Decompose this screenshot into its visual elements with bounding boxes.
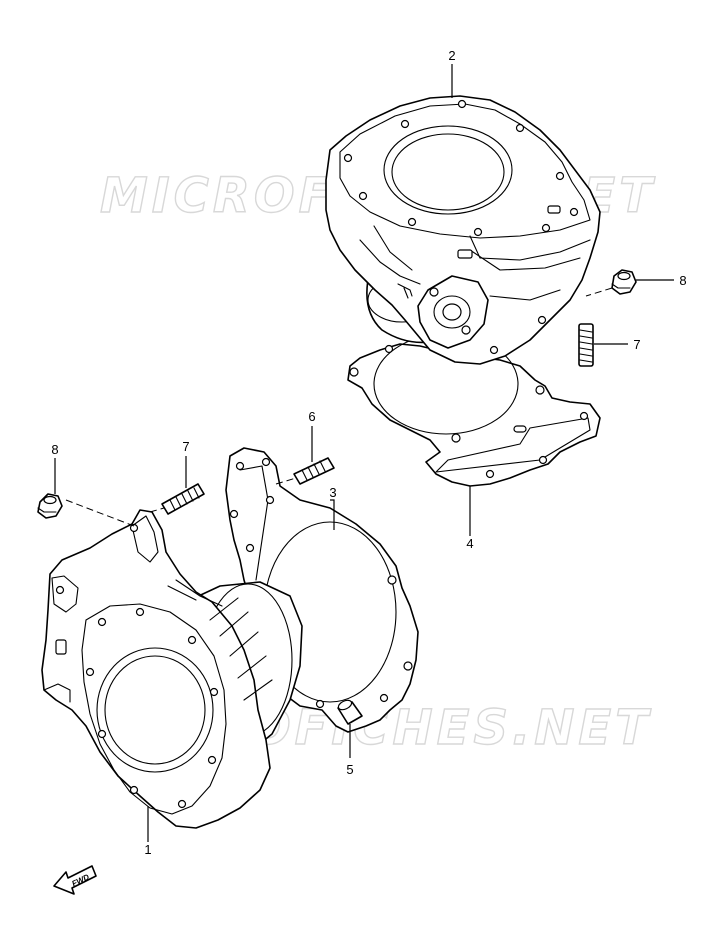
dash-stud-lower (149, 507, 165, 513)
stud-6[interactable] (293, 457, 335, 485)
callout-4: 4 (466, 536, 473, 551)
fwd-arrow-icon: FWD (53, 865, 97, 895)
callout-8-lower: 8 (51, 442, 58, 457)
stud-lower[interactable] (161, 483, 205, 515)
callout-7-lower: 7 (182, 439, 189, 454)
cylinder-rear[interactable] (325, 95, 601, 365)
nut-upper[interactable] (611, 269, 637, 295)
callout-3: 3 (329, 485, 336, 500)
gasket-upper[interactable] (347, 333, 601, 487)
stud-upper[interactable] (578, 323, 594, 367)
leader-3 (330, 499, 335, 530)
dash-nut-upper (585, 287, 613, 297)
nut-lower[interactable] (37, 493, 63, 519)
dowel-pin[interactable] (337, 698, 363, 725)
callout-1: 1 (144, 842, 151, 857)
callout-2: 2 (448, 48, 455, 63)
callout-8-upper: 8 (679, 273, 686, 288)
callout-7-upper: 7 (633, 337, 640, 352)
cylinder-front[interactable] (41, 509, 303, 829)
dash-nut-lower (65, 499, 135, 527)
callout-6: 6 (308, 409, 315, 424)
callout-5: 5 (346, 762, 353, 777)
dash-stud-6 (275, 477, 297, 485)
